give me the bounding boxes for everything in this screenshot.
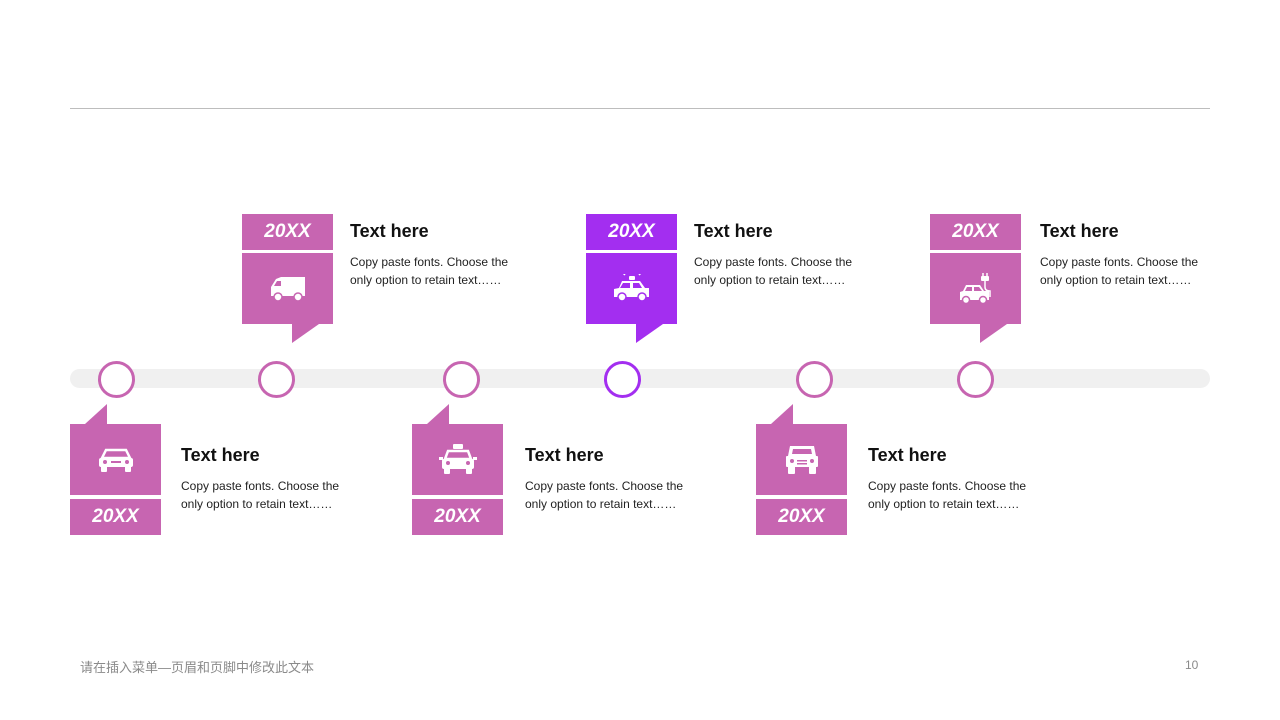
timeline-node-4 <box>604 361 641 398</box>
timeline-node-1 <box>98 361 135 398</box>
icon-box <box>586 253 677 324</box>
milestone-year: 20XX <box>70 499 161 535</box>
milestone-text-4: Text here Copy paste fonts. Choose the o… <box>694 220 874 289</box>
milestone-heading: Text here <box>181 445 260 465</box>
icon-box <box>756 424 847 495</box>
milestone-card-3: 20XX <box>412 404 503 535</box>
milestone-heading: Text here <box>694 221 773 241</box>
taxi-icon <box>438 443 477 476</box>
milestone-heading: Text here <box>1040 221 1119 241</box>
milestone-text-6: Text here Copy paste fonts. Choose the o… <box>1040 220 1220 289</box>
milestone-year: 20XX <box>586 214 677 250</box>
milestone-description: Copy paste fonts. Choose the only option… <box>694 255 853 287</box>
police-car-icon <box>611 273 653 304</box>
icon-box <box>930 253 1021 324</box>
callout-pointer <box>292 324 319 343</box>
milestone-year: 20XX <box>930 214 1021 250</box>
timeline-node-6 <box>957 361 994 398</box>
milestone-text-1: Text here Copy paste fonts. Choose the o… <box>181 444 361 513</box>
milestone-card-5: 20XX <box>756 404 847 535</box>
milestone-description: Copy paste fonts. Choose the only option… <box>1040 255 1199 287</box>
milestone-description: Copy paste fonts. Choose the only option… <box>350 255 509 287</box>
milestone-description: Copy paste fonts. Choose the only option… <box>868 479 1027 511</box>
callout-pointer <box>427 404 449 424</box>
callout-pointer <box>636 324 663 343</box>
icon-box <box>242 253 333 324</box>
header-divider <box>70 108 1210 109</box>
milestone-text-3: Text here Copy paste fonts. Choose the o… <box>525 444 705 513</box>
sedan-car-icon <box>97 446 135 474</box>
milestone-year: 20XX <box>412 499 503 535</box>
milestone-year: 20XX <box>242 214 333 250</box>
footer-note: 请在插入菜单—页眉和页脚中修改此文本 <box>80 660 315 675</box>
jeep-icon <box>784 444 820 476</box>
milestone-heading: Text here <box>525 445 604 465</box>
milestone-text-5: Text here Copy paste fonts. Choose the o… <box>868 444 1048 513</box>
milestone-card-2: 20XX <box>242 214 333 344</box>
icon-box <box>70 424 161 495</box>
milestone-card-4: 20XX <box>586 214 677 344</box>
icon-box <box>412 424 503 495</box>
timeline-node-3 <box>443 361 480 398</box>
milestone-description: Copy paste fonts. Choose the only option… <box>181 479 340 511</box>
milestone-description: Copy paste fonts. Choose the only option… <box>525 479 684 511</box>
milestone-card-1: 20XX <box>70 404 161 535</box>
timeline-node-5 <box>796 361 833 398</box>
milestone-card-6: 20XX <box>930 214 1021 344</box>
timeline-node-2 <box>258 361 295 398</box>
callout-pointer <box>771 404 793 424</box>
page-number: 10 <box>1185 658 1199 672</box>
milestone-heading: Text here <box>350 221 429 241</box>
milestone-heading: Text here <box>868 445 947 465</box>
milestone-text-2: Text here Copy paste fonts. Choose the o… <box>350 220 530 289</box>
milestone-year: 20XX <box>756 499 847 535</box>
callout-pointer <box>85 404 107 424</box>
electric-car-icon <box>957 271 995 307</box>
callout-pointer <box>980 324 1007 343</box>
delivery-truck-icon <box>269 275 307 303</box>
